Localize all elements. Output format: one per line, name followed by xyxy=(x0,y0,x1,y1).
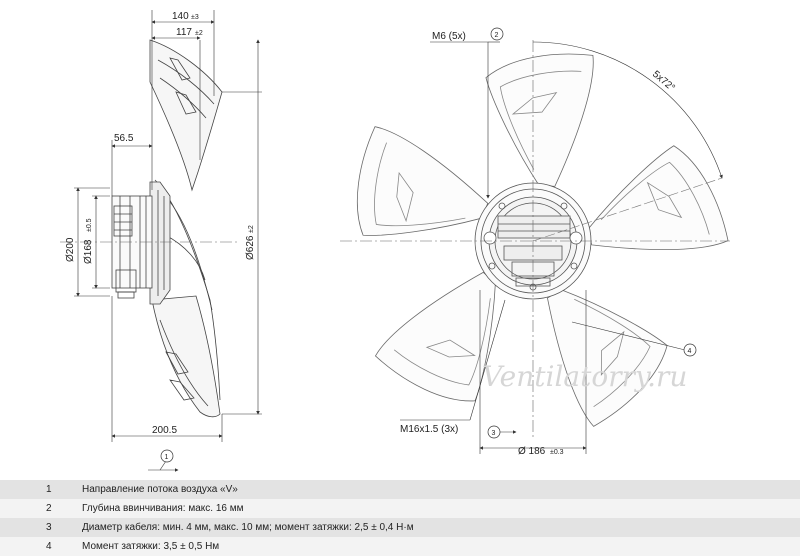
legend-text: Момент затяжки: 3,5 ± 0,5 Нм xyxy=(82,541,220,552)
legend-number: 3 xyxy=(46,522,52,533)
fan-blade xyxy=(587,145,729,251)
fan-blade xyxy=(374,271,496,402)
side-blade-top xyxy=(149,39,223,192)
side-hub xyxy=(149,181,171,305)
legend-row: 2 Глубина ввинчивания: макс. 16 мм xyxy=(0,499,800,518)
technical-drawing: 140 ±3 117 ±2 56.5 Ø200 Ø168 ±0.5 Ø626 ±… xyxy=(60,10,730,472)
cable-gland-label: M16x1.5 (3x) xyxy=(400,424,458,435)
front-blades xyxy=(356,53,729,427)
legend-text: Глубина ввинчивания: макс. 16 мм xyxy=(82,503,244,514)
terminal-box xyxy=(497,215,571,239)
side-blade-bottom xyxy=(151,295,221,418)
legend-text: Диаметр кабеля: мин. 4 мм, макс. 10 мм; … xyxy=(82,522,414,533)
dim-motor-dia: Ø200 xyxy=(65,237,76,262)
fan-blade xyxy=(485,53,594,187)
legend-row: 3 Диаметр кабеля: мин. 4 мм, макс. 10 мм;… xyxy=(0,518,800,537)
bolt-circle-tol: ±0.3 xyxy=(550,449,564,456)
callout-4-circle xyxy=(683,343,697,357)
dim-blade-depth: 117 xyxy=(176,27,192,38)
dim-motor-depth: 56.5 xyxy=(114,133,134,144)
legend-text: Направление потока воздуха «V» xyxy=(82,484,238,495)
dim-total-depth-tol: ±3 xyxy=(191,14,199,21)
callout-3: 3 xyxy=(492,430,496,437)
legend-row: 4 Момент затяжки: 3,5 ± 0,5 Нм xyxy=(0,537,800,556)
callout-2: 2 xyxy=(495,32,499,39)
callout-1-circle xyxy=(160,449,174,463)
legend-table: 1 Направление потока воздуха «V» 2 Глубина … xyxy=(0,480,800,556)
watermark: Ventilatorry.ru xyxy=(482,360,687,393)
dim-blade-depth-tol: ±2 xyxy=(195,30,203,37)
dim-total-depth: 140 xyxy=(172,11,189,22)
cable-gland-left xyxy=(483,231,497,245)
dim-fan-dia-tol: ±2 xyxy=(248,225,255,233)
side-labels: 140 ±3 117 ±2 56.5 Ø200 Ø168 ±0.5 Ø626 ±… xyxy=(65,11,256,463)
fan-blade xyxy=(356,126,489,236)
front-labels: M6 (5x) 2 5x72° M16x1.5 (3x) 3 4 Ø 186 ±… xyxy=(400,27,697,457)
legend-number: 1 xyxy=(46,484,52,495)
side-view xyxy=(111,39,223,418)
legend-row: 1 Направление потока воздуха «V» xyxy=(0,480,800,499)
legend-number: 2 xyxy=(46,503,52,514)
side-dimensions xyxy=(60,10,262,472)
thread-label: M6 (5x) xyxy=(432,31,466,42)
cable-gland-right xyxy=(569,231,583,245)
callout-4: 4 xyxy=(688,348,692,355)
angle-label: 5x72° xyxy=(650,69,677,94)
front-dimensions xyxy=(340,40,730,454)
dim-hub-dia: Ø168 xyxy=(83,239,94,264)
fan-blade xyxy=(547,289,668,427)
callout-1: 1 xyxy=(165,454,169,461)
legend-number: 4 xyxy=(46,541,52,552)
dim-overall-length: 200.5 xyxy=(152,425,177,436)
callout-2-circle xyxy=(490,27,504,41)
dim-fan-dia: Ø626 xyxy=(245,235,256,260)
bolt-circle-dim: Ø 186 xyxy=(518,446,546,457)
front-view xyxy=(356,53,729,427)
dim-hub-dia-tol: ±0.5 xyxy=(86,218,93,232)
callout-3-circle xyxy=(487,425,501,439)
